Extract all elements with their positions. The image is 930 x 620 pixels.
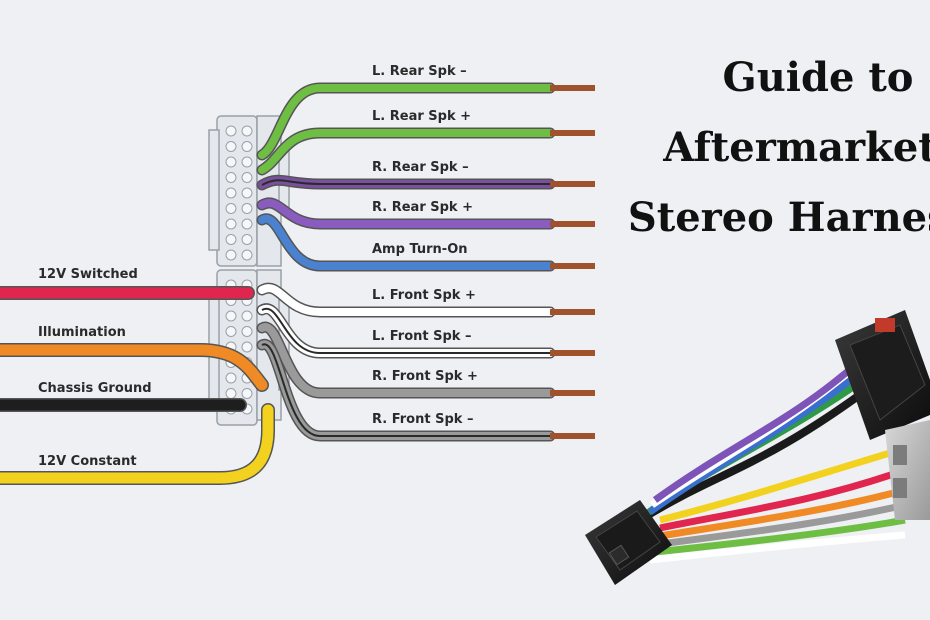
copper-strand — [550, 390, 595, 396]
connector-pin — [225, 218, 237, 230]
right-wire: L. Rear Spk + — [256, 109, 595, 176]
copper-strand — [550, 263, 595, 269]
title-line-1: Guide to — [723, 54, 914, 101]
black-plug-left — [585, 500, 672, 585]
right-wire: R. Front Spk + — [256, 321, 595, 399]
left-wire: Chassis Ground — [0, 381, 247, 412]
wire-label: L. Front Spk + — [372, 288, 476, 303]
harness-photo — [585, 310, 930, 585]
connector-pin — [241, 234, 253, 245]
connector-pin — [225, 326, 237, 337]
wire-stripe — [261, 343, 550, 437]
left-wire: 12V Constant — [0, 403, 275, 485]
copper-strand — [550, 221, 595, 227]
title-line-3: Stereo Harness — [628, 194, 930, 241]
copper-strand — [550, 130, 595, 136]
wire-label: L. Rear Spk – — [372, 64, 467, 79]
wire-label: 12V Switched — [38, 267, 138, 282]
wire-label: R. Front Spk – — [372, 412, 473, 427]
wire-stripe — [261, 307, 550, 354]
left-wire: Illumination — [0, 325, 269, 392]
left-wire: 12V Switched — [0, 267, 255, 300]
right-wire: L. Rear Spk – — [256, 64, 595, 161]
connector-pins — [225, 125, 253, 415]
right-wire: R. Rear Spk + — [256, 197, 595, 230]
connector-pin — [241, 341, 253, 353]
wire-label: R. Front Spk + — [372, 369, 478, 384]
connector-pin — [225, 372, 237, 384]
connector-pin — [241, 218, 253, 230]
wire-insulation — [258, 284, 554, 316]
wire-label: R. Rear Spk + — [372, 200, 473, 215]
wire-label: L. Front Spk – — [372, 329, 471, 344]
connector-pin — [225, 172, 237, 183]
right-wire: L. Front Spk – — [256, 303, 595, 359]
wire-insulation — [258, 214, 554, 270]
wire-label: L. Rear Spk + — [372, 109, 471, 124]
wire-label: R. Rear Spk – — [372, 160, 469, 175]
title-block: Guide to Aftermarket Stereo Harness — [628, 54, 930, 241]
grey-plug-right — [885, 420, 930, 520]
copper-strand — [550, 433, 595, 439]
connector-pin — [225, 249, 237, 261]
copper-strand — [550, 350, 595, 356]
connector-pin — [225, 187, 237, 199]
wire-insulation — [258, 129, 554, 174]
right-wire: L. Front Spk + — [256, 282, 595, 318]
wire-insulation — [258, 84, 554, 159]
title-line-2: Aftermarket — [662, 124, 930, 171]
connector-pin — [241, 388, 253, 399]
right-wire: R. Rear Spk – — [256, 160, 595, 191]
connector-pin — [241, 141, 253, 152]
wire-label: Illumination — [38, 325, 126, 340]
copper-strand — [550, 85, 595, 91]
connector-pin — [225, 156, 237, 168]
connector-pin — [225, 234, 237, 245]
right-wire: Amp Turn-On — [256, 213, 595, 272]
copper-strand — [550, 309, 595, 315]
wire-insulation — [258, 323, 554, 397]
connector-pin — [225, 141, 237, 152]
right-wire: R. Front Spk – — [256, 339, 595, 442]
connector-pin — [241, 172, 253, 183]
connector-pin — [225, 125, 237, 137]
connector-pin — [241, 249, 253, 261]
connector-pin — [225, 310, 237, 322]
connector-pin — [241, 326, 253, 337]
connector-pin — [241, 203, 253, 214]
wire-insulation — [0, 404, 274, 484]
connector-pin — [241, 156, 253, 168]
wire-label: Amp Turn-On — [372, 242, 468, 257]
wire-insulation — [258, 199, 554, 228]
wire-insulation — [0, 344, 268, 391]
right-wire-group: L. Rear Spk – L. Rear Spk + R. Rear Spk – R… — [256, 64, 595, 442]
black-plug-right — [835, 310, 930, 440]
connector-pin — [241, 187, 253, 199]
connector-pin — [225, 388, 237, 399]
connector-pin — [241, 310, 253, 322]
connector-pin — [225, 203, 237, 214]
copper-strand — [550, 181, 595, 187]
connector-pin — [241, 125, 253, 137]
wire-label: 12V Constant — [38, 454, 137, 469]
wire-stripe — [261, 179, 550, 186]
wire-label: Chassis Ground — [38, 381, 152, 396]
